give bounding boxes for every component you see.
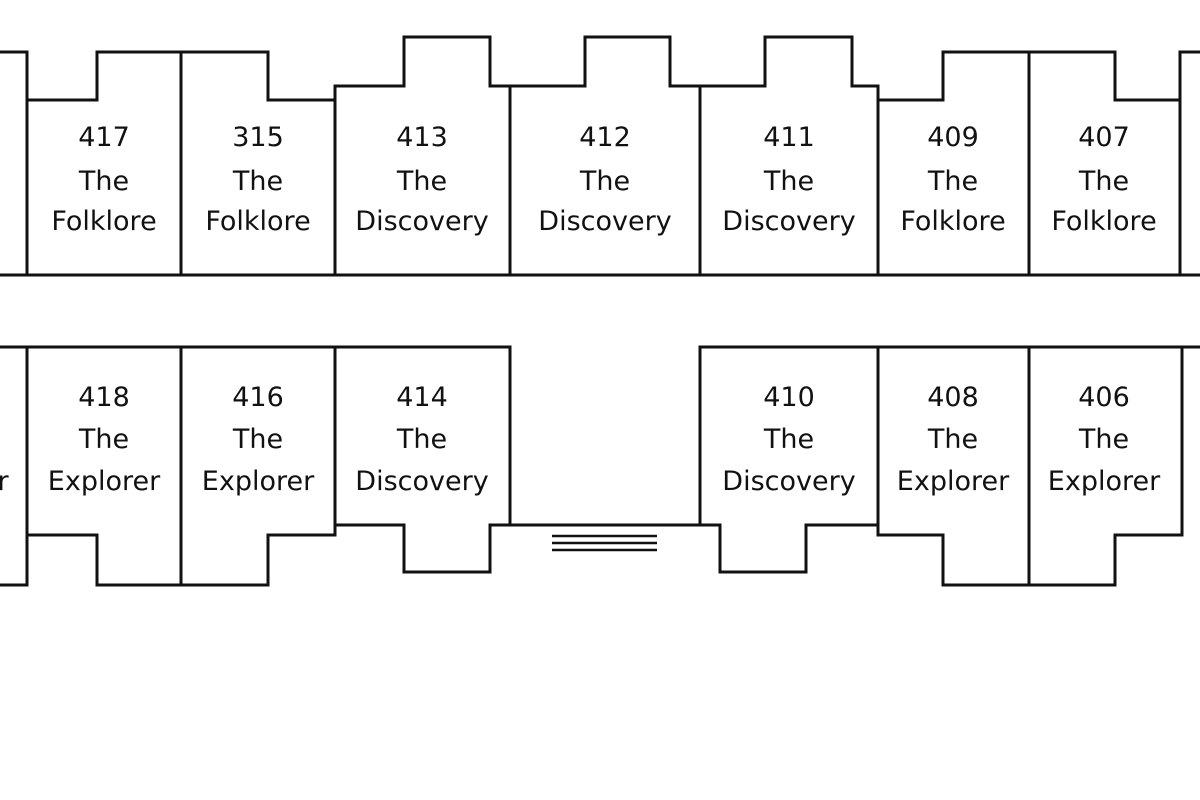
room-number: 417 xyxy=(78,122,130,153)
room-number: 414 xyxy=(396,382,448,413)
room-number: 315 xyxy=(232,122,284,153)
room-number: 407 xyxy=(1078,122,1130,153)
room-article: The xyxy=(927,166,978,197)
room-article: The xyxy=(763,424,814,455)
room-number: 416 xyxy=(232,382,284,413)
partial-room-label-bottom: r xyxy=(0,466,9,497)
room-number: 418 xyxy=(78,382,130,413)
bottom-outline-right xyxy=(698,523,1184,587)
room-article: The xyxy=(1078,166,1129,197)
room-article: The xyxy=(396,166,447,197)
room-number: 412 xyxy=(579,122,631,153)
room-name: Explorer xyxy=(48,466,161,497)
room-number: 406 xyxy=(1078,382,1130,413)
room-number: 413 xyxy=(396,122,448,153)
room-number: 411 xyxy=(763,122,815,153)
bottom-outline-left xyxy=(0,523,702,587)
room-labels: 417TheFolklore315TheFolklore413TheDiscov… xyxy=(48,122,1161,497)
room-name: Discovery xyxy=(722,466,855,497)
room-article: The xyxy=(232,424,283,455)
room-number: 408 xyxy=(927,382,979,413)
room-name: Folklore xyxy=(205,206,310,237)
room-article: The xyxy=(78,166,129,197)
stairs-icon xyxy=(552,534,657,552)
top-outline xyxy=(0,35,1200,102)
room-name: Explorer xyxy=(897,466,1010,497)
room-name: Discovery xyxy=(355,206,488,237)
room-name: Explorer xyxy=(1048,466,1161,497)
room-name: Discovery xyxy=(355,466,488,497)
room-article: The xyxy=(232,166,283,197)
room-article: The xyxy=(763,166,814,197)
room-number: 410 xyxy=(763,382,815,413)
room-name: Discovery xyxy=(722,206,855,237)
room-name: Explorer xyxy=(202,466,315,497)
room-article: The xyxy=(1078,424,1129,455)
room-name: Folklore xyxy=(1051,206,1156,237)
room-article: The xyxy=(927,424,978,455)
room-number: 409 xyxy=(927,122,979,153)
room-name: Folklore xyxy=(51,206,156,237)
top-row-walls xyxy=(0,35,1200,277)
room-article: The xyxy=(579,166,630,197)
room-article: The xyxy=(78,424,129,455)
room-article: The xyxy=(396,424,447,455)
room-name: Discovery xyxy=(538,206,671,237)
bottom-row-walls xyxy=(0,345,1200,587)
room-name: Folklore xyxy=(900,206,1005,237)
